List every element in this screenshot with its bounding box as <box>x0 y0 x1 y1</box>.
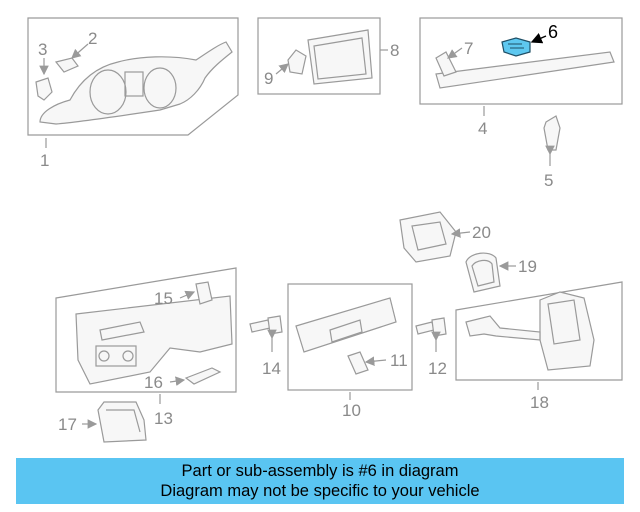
part-7-clip[interactable] <box>435 51 457 77</box>
part-15-clip[interactable] <box>195 281 213 305</box>
part-11-clip[interactable] <box>347 351 369 375</box>
callout-5: 5 <box>544 171 553 190</box>
callout-13: 13 <box>154 409 173 428</box>
part-1-cluster-bezel[interactable] <box>39 41 233 125</box>
callout-7: 7 <box>464 39 473 58</box>
part-14-bolt[interactable]: 14 <box>249 315 283 378</box>
group-1-bezel: 3 2 1 <box>27 17 239 170</box>
callout-15: 15 <box>154 289 173 308</box>
part-16-bracket[interactable] <box>184 367 222 385</box>
group-8-display: 8 9 <box>257 17 399 95</box>
callout-20: 20 <box>472 223 491 242</box>
part-20-bracket[interactable]: 20 <box>399 211 491 263</box>
callout-6: 6 <box>548 22 558 42</box>
callout-3: 3 <box>38 40 47 59</box>
group-4-trim: 7 6 4 <box>419 17 623 138</box>
callout-4: 4 <box>478 119 487 138</box>
callout-14: 14 <box>262 359 281 378</box>
group-13-lower-panel: 15 16 13 <box>55 267 237 428</box>
callout-10: 10 <box>342 401 361 420</box>
callout-16: 16 <box>144 373 163 392</box>
callout-1: 1 <box>40 151 49 170</box>
callout-17: 17 <box>58 415 77 434</box>
callout-8: 8 <box>390 41 399 60</box>
banner-line-1: Part or sub-assembly is #6 in diagram <box>181 462 459 480</box>
callout-18: 18 <box>530 393 549 412</box>
part-9-bracket[interactable] <box>287 49 307 75</box>
part-17-pocket[interactable]: 17 <box>58 401 147 443</box>
part-2-clip[interactable] <box>54 57 79 73</box>
group-10-bracket: 11 10 <box>287 283 413 420</box>
callout-9: 9 <box>264 69 273 88</box>
part-6-highlighted[interactable] <box>501 37 531 57</box>
callout-2: 2 <box>88 29 97 48</box>
callout-19: 19 <box>518 257 537 276</box>
part-13-lower-panel[interactable] <box>75 295 233 385</box>
callout-11: 11 <box>390 351 408 370</box>
banner-line-2: Diagram may not be specific to your vehi… <box>160 482 480 500</box>
part-12-bolt[interactable]: 12 <box>415 317 447 378</box>
part-3-clip[interactable] <box>35 77 53 101</box>
part-4-trim-strip[interactable] <box>435 51 615 89</box>
part-18-handle[interactable] <box>539 291 595 371</box>
callout-12: 12 <box>428 359 447 378</box>
part-8-display-panel[interactable] <box>307 29 373 85</box>
info-banner: Part or sub-assembly is #6 in diagram Di… <box>16 458 624 504</box>
part-5-push-clip[interactable]: 5 <box>543 115 561 190</box>
group-18-latch: 18 <box>455 281 623 412</box>
part-19-bezel[interactable]: 19 <box>465 252 537 293</box>
